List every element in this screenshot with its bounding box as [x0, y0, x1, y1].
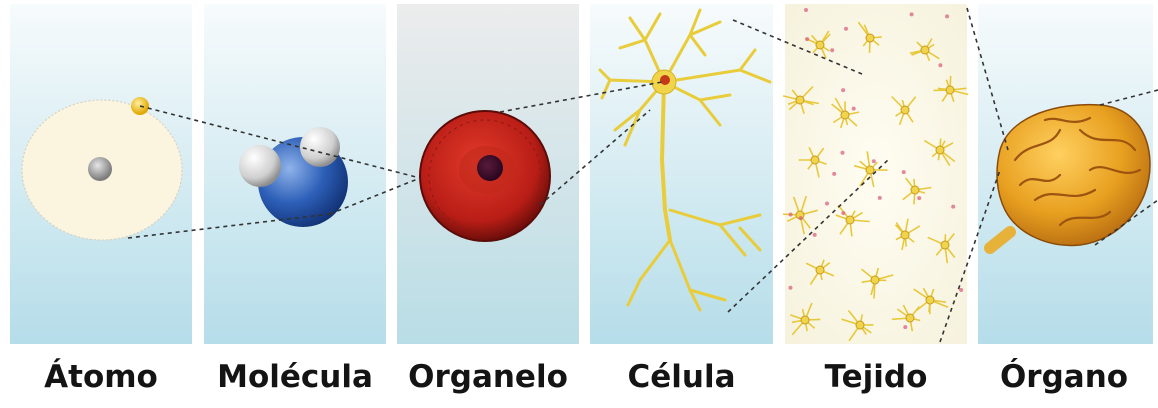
label-cell: Célula — [590, 352, 773, 402]
tissue-dot — [813, 233, 817, 237]
tissue-cell-body — [841, 111, 849, 119]
tissue-dot — [878, 196, 882, 200]
label-molecule: Molécula — [200, 352, 390, 402]
tissue-cell-body — [866, 34, 874, 42]
tissue-cell-body — [871, 276, 879, 284]
tissue-dot — [959, 288, 963, 292]
tissue-cell-body — [801, 316, 809, 324]
tissue-dot — [872, 159, 876, 163]
tissue-dot — [804, 8, 808, 12]
panel-cell — [590, 4, 773, 344]
tissue-dot — [832, 172, 836, 176]
tissue-cell-body — [936, 146, 944, 154]
label-organ: Órgano — [975, 352, 1153, 402]
tissue-dot — [805, 37, 809, 41]
label-atom: Átomo — [10, 352, 192, 402]
level-labels: Átomo Molécula Organelo Célula Tejido Ór… — [0, 352, 1158, 402]
tissue-cell-body — [816, 41, 824, 49]
tissue-dot — [910, 12, 914, 16]
label-organelle: Organelo — [392, 352, 584, 402]
tissue-cell-body — [921, 46, 929, 54]
tissue-dot — [902, 170, 906, 174]
tissue-dot — [841, 88, 845, 92]
tissue-dot — [938, 63, 942, 67]
label-tissue: Tejido — [785, 352, 967, 402]
tissue-dot — [789, 213, 793, 217]
panel-tissue — [785, 4, 967, 344]
tissue-dot — [841, 211, 845, 215]
tissue-cell-body — [941, 241, 949, 249]
tissue-cell-body — [906, 314, 914, 322]
tissue-dot — [844, 27, 848, 31]
tissue-dot — [945, 14, 949, 18]
tissue-dot — [852, 107, 856, 111]
tissue-cell-body — [796, 96, 804, 104]
tissue-cell-body — [811, 156, 819, 164]
tissue-cell-body — [946, 86, 954, 94]
tissue-cell-body — [846, 216, 854, 224]
tissue-cell-body — [911, 186, 919, 194]
tissue-dot — [841, 151, 845, 155]
tissue-dot — [825, 202, 829, 206]
tissue-cell-body — [866, 166, 874, 174]
tissue-dot — [789, 286, 793, 290]
tissue-dot — [951, 205, 955, 209]
tissue-dot — [830, 48, 834, 52]
tissue-cell-body — [816, 266, 824, 274]
tissue-cell-body — [856, 321, 864, 329]
tissue-cell-body — [901, 106, 909, 114]
tissue-dot — [917, 196, 921, 200]
organelle-icon — [420, 111, 550, 241]
tissue-dot — [903, 325, 907, 329]
tissue-cell-body — [901, 231, 909, 239]
tissue-cell-body — [926, 296, 934, 304]
tissue-dot — [799, 216, 803, 220]
